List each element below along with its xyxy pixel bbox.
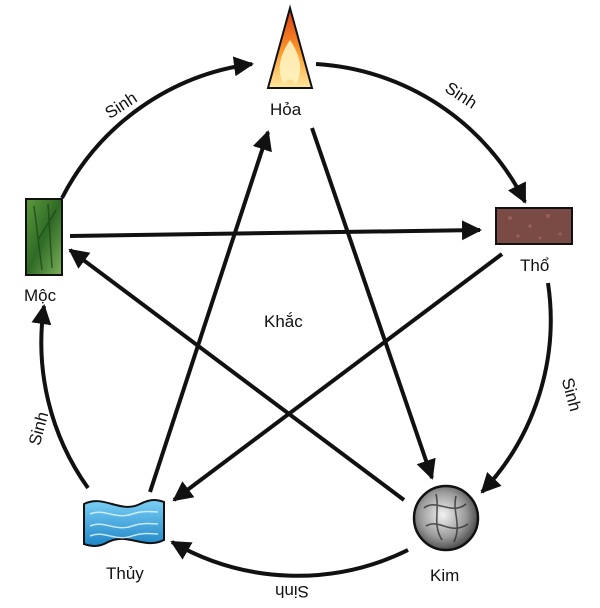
label-khac: Khắc [264,312,303,331]
earth-icon [495,207,573,245]
sinh-label-bottom: Sinh [275,582,309,601]
fire-icon [266,4,314,89]
sinh-arrow-hoa-to-tho [315,62,527,204]
sinh-label-left: Sinh [25,410,52,448]
khac-arrow-tho-to-thuy [172,252,504,502]
label-kim: Kim [430,566,460,585]
wood-icon [25,198,63,276]
khac-arrow-thuy-to-hoa [148,130,272,493]
metal-icon [412,484,480,552]
khac-arrow-hoa-to-kim [310,127,436,480]
sinh-arrow-moc-to-hoa [60,56,254,199]
khac-arrow-moc-to-tho [69,220,482,241]
label-hoa: Hỏa [270,100,302,119]
khac-arrow-kim-to-moc [68,248,406,502]
water-icon [83,499,165,547]
label-tho: Thổ [520,256,550,275]
label-thuy: Thủy [106,564,144,583]
sinh-arrow-thuy-to-moc [31,304,90,490]
sinh-label-top-left: Sinh [102,88,141,122]
label-moc: Mộc [24,286,57,305]
sinh-arrow-tho-to-kim [480,282,553,494]
sinh-arrow-kim-to-thuy [170,540,409,578]
sinh-label-top-right: Sinh [442,78,481,112]
sinh-label-right: Sinh [558,376,585,414]
